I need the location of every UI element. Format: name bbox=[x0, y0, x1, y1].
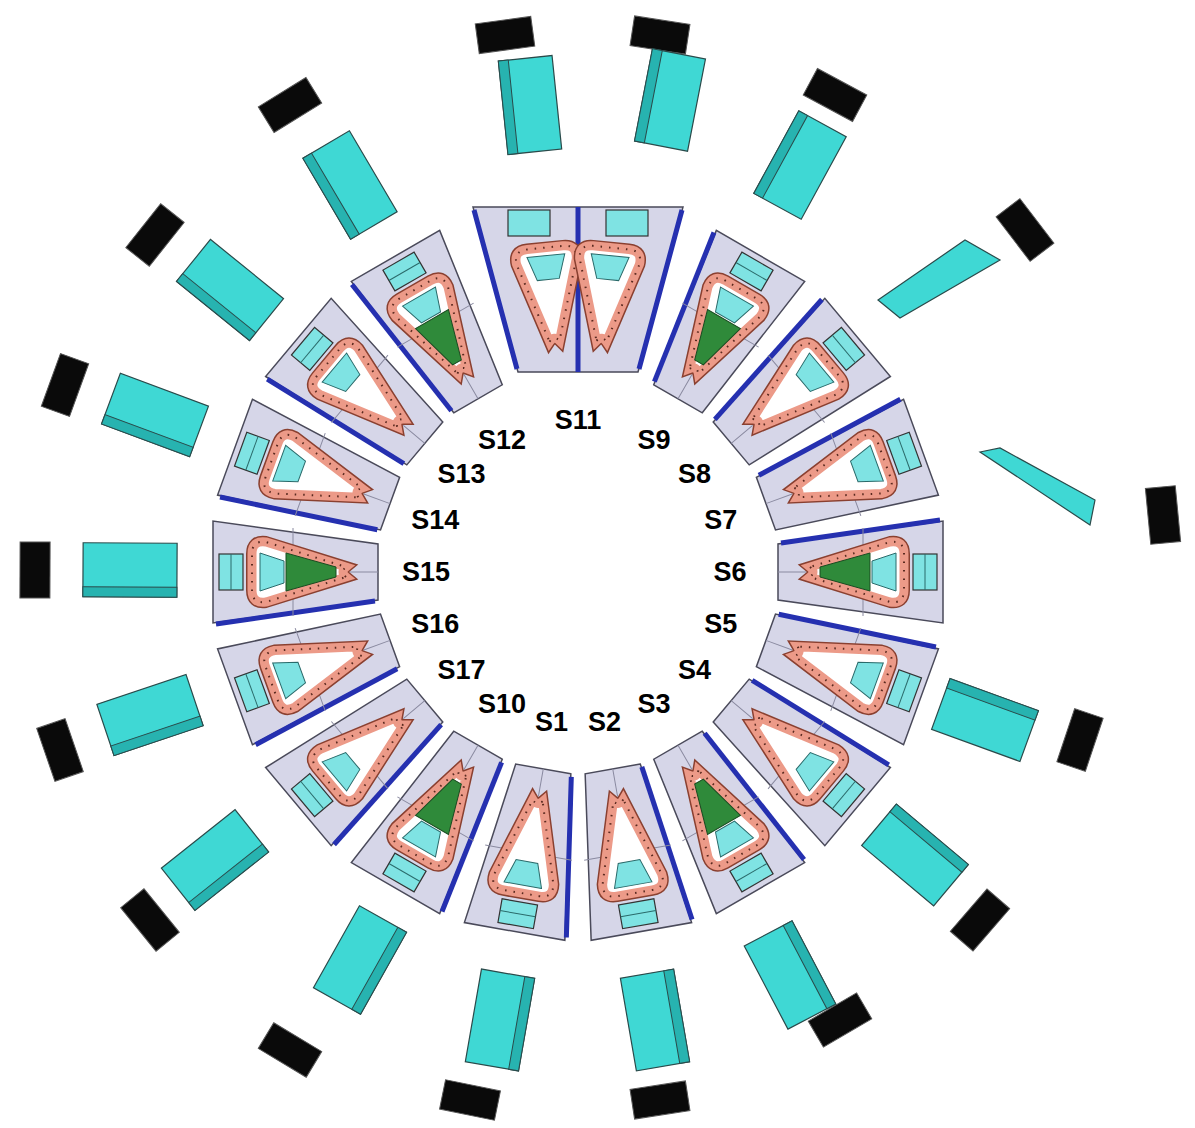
black-block bbox=[803, 69, 867, 122]
black-block bbox=[121, 889, 180, 951]
cyan-block bbox=[620, 969, 689, 1071]
cyan-block bbox=[161, 810, 268, 911]
cyan-block bbox=[83, 543, 177, 597]
sector-label: S15 bbox=[402, 559, 450, 586]
cyan-block bbox=[862, 804, 969, 906]
sector bbox=[563, 760, 693, 940]
sector-label: S3 bbox=[637, 690, 670, 717]
cyan-block bbox=[303, 131, 397, 239]
black-block bbox=[1145, 486, 1180, 545]
black-block bbox=[1057, 709, 1103, 772]
sector-label: S8 bbox=[678, 461, 711, 488]
cyan-block bbox=[498, 55, 561, 154]
sector-label: S6 bbox=[713, 559, 746, 586]
middle-ring bbox=[83, 49, 1095, 1071]
black-block bbox=[126, 204, 184, 267]
cyan-block bbox=[176, 239, 283, 340]
sector-ring bbox=[213, 207, 943, 940]
cyan-block bbox=[635, 49, 706, 152]
cyan-block bbox=[465, 969, 534, 1071]
sector-label: S7 bbox=[704, 507, 737, 534]
sector-label: S10 bbox=[478, 690, 526, 717]
sector bbox=[350, 230, 522, 424]
cyan-block bbox=[313, 906, 406, 1014]
cyan-wedge bbox=[878, 240, 1000, 318]
sector-label: S1 bbox=[535, 708, 568, 735]
sector-label: S4 bbox=[678, 656, 711, 683]
sector-label: S16 bbox=[411, 611, 459, 638]
black-block bbox=[37, 719, 84, 782]
sector-label: S5 bbox=[704, 611, 737, 638]
sector-label: S14 bbox=[411, 507, 459, 534]
sector-label: S11 bbox=[555, 407, 602, 434]
black-block bbox=[950, 889, 1009, 951]
sector-label: S9 bbox=[637, 427, 670, 454]
black-block bbox=[440, 1080, 501, 1121]
sector bbox=[778, 520, 943, 623]
black-block bbox=[996, 199, 1054, 262]
cyan-block bbox=[754, 111, 846, 219]
double-sector bbox=[473, 207, 683, 372]
cyan-wedge bbox=[980, 448, 1095, 525]
black-block bbox=[630, 16, 690, 54]
sector-label: S12 bbox=[478, 427, 526, 454]
black-block bbox=[630, 1081, 690, 1119]
black-block bbox=[258, 1023, 321, 1078]
sector-label: S13 bbox=[438, 461, 486, 488]
sector-label: S17 bbox=[438, 656, 486, 683]
sector bbox=[213, 521, 378, 624]
cyan-block bbox=[102, 373, 209, 456]
black-block bbox=[475, 16, 535, 53]
sector-label: S2 bbox=[588, 708, 621, 735]
cyan-block bbox=[744, 921, 836, 1029]
black-block bbox=[41, 354, 88, 417]
cyan-block bbox=[97, 674, 203, 755]
outer-ring bbox=[20, 16, 1181, 1120]
black-block bbox=[258, 78, 321, 133]
cyan-block bbox=[932, 679, 1039, 762]
black-block bbox=[20, 542, 50, 598]
